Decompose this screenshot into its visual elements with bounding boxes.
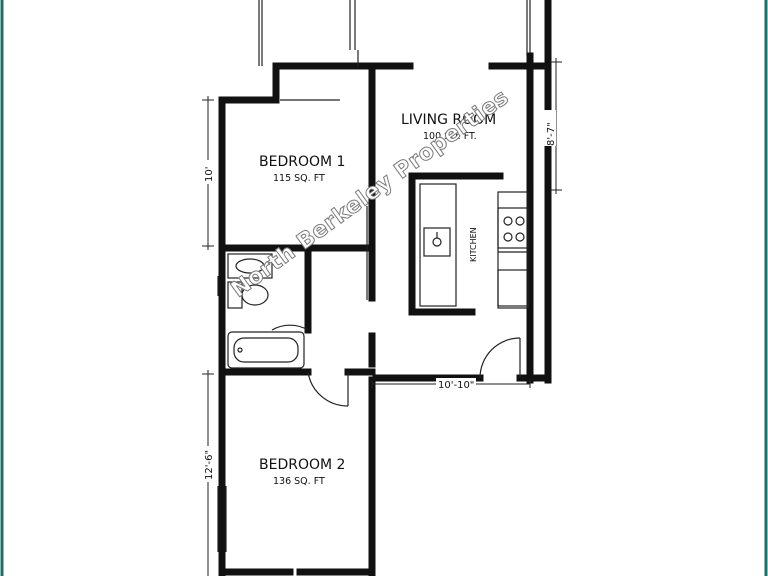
kitchen-fixtures [419, 183, 529, 309]
dim-bg-living-width [436, 378, 476, 390]
dim-bg-bedroom1-height [200, 160, 214, 184]
upper-entry-lines [258, 0, 547, 66]
bedroom-2-label: BEDROOM 2 [259, 457, 345, 473]
window-markers [217, 99, 340, 552]
living-room-width-dimension: 10'-10" [438, 380, 474, 391]
bedroom-1-label: BEDROOM 1 [259, 154, 345, 170]
walls [218, 0, 552, 576]
bedroom-1-area: 115 SQ. FT [273, 173, 325, 184]
bedroom-1-height-dimension: 10' [204, 167, 215, 182]
kitchen-label: KITCHEN [469, 227, 478, 262]
bathroom-fixtures [227, 253, 305, 369]
living-room-area: 100 SQ. FT. [423, 131, 477, 142]
living-room-label: LIVING ROOM [401, 112, 496, 128]
bedroom-2-height-dimension: 12'-6" [204, 450, 215, 480]
doors [271, 50, 521, 407]
dim-bg-living-height [542, 110, 556, 146]
dimension-lines [202, 58, 562, 576]
dim-bg-bedroom2-height [200, 446, 214, 482]
bedroom-2-area: 136 SQ. FT [273, 476, 325, 487]
living-room-height-dimension: 8'-7" [546, 122, 557, 146]
